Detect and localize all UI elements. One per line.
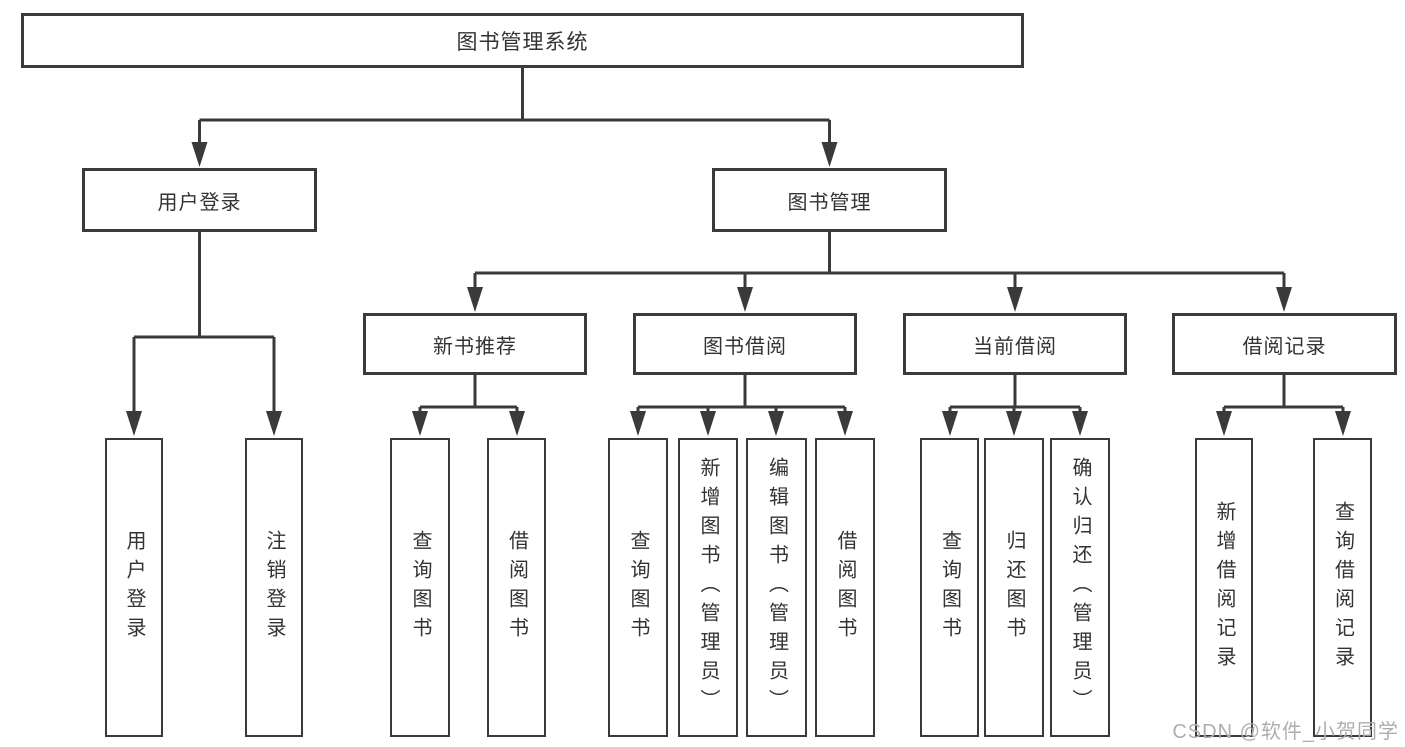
node-label: 当前借阅 <box>973 335 1057 358</box>
leaf-user-login: 用户登录 <box>105 438 163 737</box>
connector-user-login <box>132 232 276 430</box>
node-label: 查询图书 <box>409 529 431 646</box>
connector-borrowing-records <box>1222 375 1345 430</box>
leaf-borrow-books-recommend: 借阅图书 <box>487 438 546 737</box>
node-label: 查询借阅记录 <box>1331 500 1354 675</box>
leaf-add-borrow-record: 新增借阅记录 <box>1195 438 1253 737</box>
connector-book-management <box>473 232 1286 305</box>
node-label: 图书借阅 <box>703 335 787 358</box>
leaf-query-books-current: 查询图书 <box>920 438 979 737</box>
node-label: 编辑图书（管理员） <box>765 457 788 718</box>
node-label: 新书推荐 <box>433 335 517 358</box>
node-label: 新增借阅记录 <box>1213 500 1235 675</box>
node-label: 注销登录 <box>263 529 285 646</box>
node-user-login: 用户登录 <box>82 168 317 232</box>
node-current-borrowing: 当前借阅 <box>903 313 1127 375</box>
connector-book-borrowing <box>636 375 847 430</box>
node-label: 归还图书 <box>1003 529 1025 646</box>
node-label: 图书管理系统 <box>456 30 589 54</box>
node-label: 新增图书（管理员） <box>697 457 719 718</box>
leaf-query-books-borrowing: 查询图书 <box>608 438 668 737</box>
leaf-borrow-books: 借阅图书 <box>815 438 875 737</box>
node-label: 借阅图书 <box>834 529 856 646</box>
node-label: 借阅图书 <box>505 529 528 646</box>
leaf-query-books-recommend: 查询图书 <box>390 438 450 737</box>
watermark: CSDN @软件_小贺同学 <box>1172 721 1399 743</box>
leaf-query-borrow-record: 查询借阅记录 <box>1313 438 1372 737</box>
leaf-logout: 注销登录 <box>245 438 303 737</box>
leaf-add-books-admin: 新增图书（管理员） <box>678 438 738 737</box>
connector-root <box>198 68 831 162</box>
node-label: 用户登录 <box>123 529 145 646</box>
node-label: 用户登录 <box>157 191 242 214</box>
node-label: 借阅记录 <box>1242 335 1327 358</box>
node-label: 确认归还（管理员） <box>1069 457 1091 718</box>
node-new-book-recommend: 新书推荐 <box>363 313 587 375</box>
leaf-return-books: 归还图书 <box>984 438 1044 737</box>
node-label: 查询图书 <box>938 529 961 646</box>
node-label: 图书管理 <box>787 191 872 214</box>
leaf-confirm-return-admin: 确认归还（管理员） <box>1050 438 1110 737</box>
node-label: 查询图书 <box>627 529 649 646</box>
leaf-edit-books-admin: 编辑图书（管理员） <box>746 438 807 737</box>
node-borrowing-records: 借阅记录 <box>1172 313 1397 375</box>
arrowheads <box>126 142 1351 436</box>
node-book-borrowing: 图书借阅 <box>633 313 857 375</box>
connector-new-book <box>418 375 519 430</box>
node-book-management: 图书管理 <box>712 168 947 232</box>
node-system-root: 图书管理系统 <box>21 13 1024 68</box>
